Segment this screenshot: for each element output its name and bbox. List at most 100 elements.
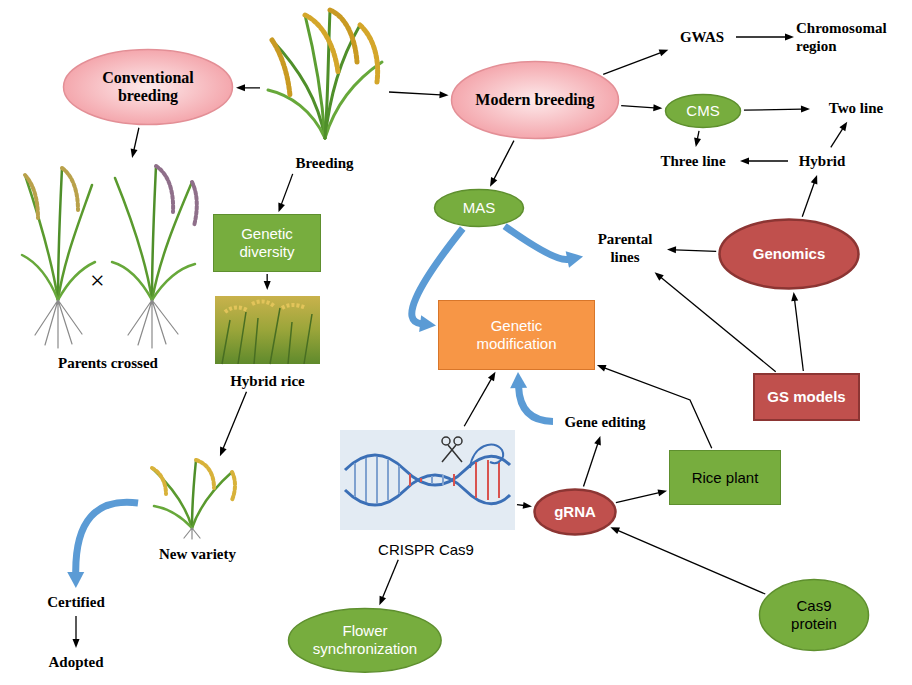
connector [791, 292, 803, 371]
leaf [268, 90, 325, 138]
connector [220, 392, 247, 456]
text-group: CRISPR Cas9 [378, 541, 474, 558]
node-label: GWAS [680, 28, 724, 46]
leaf [58, 185, 92, 300]
connector-line [583, 443, 597, 486]
connector-line [603, 53, 661, 75]
rice-plant-illustration [268, 10, 382, 138]
node-label: Gene editing [564, 413, 645, 431]
text-group: Adopted [48, 653, 103, 671]
text-group: MAS [463, 199, 496, 217]
illustrated-node: Breeding [262, 5, 387, 172]
text-node: Parental lines [585, 225, 665, 271]
connector [667, 246, 716, 253]
node-label: gRNA [554, 503, 596, 521]
node-label: Hybrid rice [230, 372, 305, 390]
green-node: Rice plant [669, 450, 781, 505]
red-node: gRNA [533, 488, 617, 536]
text-group: Flower synchronization [310, 622, 421, 658]
connector-line [604, 368, 711, 448]
text-group: Parental lines [587, 230, 663, 266]
node-label: New variety [159, 545, 236, 563]
green-node: CMS [664, 93, 742, 129]
text-group: Conventional breeding [86, 69, 210, 106]
guide-rna-hairpin [470, 444, 503, 468]
panicle [232, 472, 235, 500]
text-node: Certified [40, 590, 112, 614]
connector [583, 436, 600, 487]
arrowhead [510, 372, 527, 388]
arrowhead [490, 177, 497, 187]
arrowhead [785, 34, 794, 41]
connector [694, 131, 701, 147]
connector-line [75, 616, 76, 640]
panicle [25, 175, 38, 218]
red-node: GS models [753, 373, 860, 421]
text-group: New variety [159, 545, 236, 563]
arrowhead [379, 596, 386, 606]
arrowhead [655, 272, 664, 280]
connector-line [831, 128, 843, 147]
node-label: Hybrid [799, 152, 846, 170]
arrowhead [597, 365, 607, 372]
connector [610, 527, 765, 594]
leaf [154, 506, 192, 528]
text-group: Gene editing [564, 413, 645, 431]
panicle [192, 182, 197, 226]
connector-line [675, 250, 716, 252]
root [128, 300, 178, 348]
arrowhead [73, 639, 80, 648]
dna-strand [345, 475, 510, 505]
panicle [156, 166, 173, 212]
connector-line [736, 36, 786, 37]
arrowhead [839, 122, 847, 131]
arrowhead [488, 372, 496, 382]
connector-line [389, 92, 441, 95]
ellipse-shape [64, 50, 233, 125]
connector-line [244, 87, 260, 88]
ellipse-shape [720, 220, 859, 289]
connector-line [494, 141, 514, 180]
connector [603, 50, 668, 75]
text-group: Genetic modification [450, 317, 583, 353]
node-label: Two line [829, 99, 883, 117]
text-group: Two line [829, 99, 883, 117]
connector [464, 372, 495, 427]
connector [131, 128, 139, 158]
connector-line [519, 387, 553, 421]
connector [621, 104, 662, 111]
panicle [330, 10, 357, 62]
text-node: Gene editing [555, 410, 655, 434]
connector-line [616, 493, 659, 503]
field-stalks [222, 308, 312, 364]
node-label: Rice plant [692, 469, 759, 487]
arrowhead [220, 446, 227, 456]
curved-arrow [505, 226, 583, 268]
green-node: Cas9 protein [758, 578, 870, 652]
text-group: Parents crossed [58, 354, 158, 372]
ellipse-shape [666, 95, 741, 128]
illustrated-node: New variety [140, 458, 255, 563]
parent-plants-illustration [22, 166, 197, 348]
connector-line [744, 109, 802, 110]
node-label: GS models [767, 388, 845, 406]
connector-line [697, 131, 699, 139]
connector-line [281, 174, 292, 205]
arrowhead [566, 251, 583, 268]
leaf [325, 62, 382, 138]
connector [73, 616, 80, 648]
leaf [58, 262, 95, 300]
ellipse-shape [760, 580, 869, 651]
red-node: Genomics [718, 218, 860, 290]
illustrated-node: Hybrid rice [210, 292, 325, 390]
ellipse-shape [452, 62, 619, 139]
green-node: Flower synchronization [287, 607, 443, 674]
illustrated-node: CRISPR Cas9 [337, 428, 515, 558]
arrowhead [439, 91, 448, 98]
target-rungs [410, 460, 499, 500]
node-label: CRISPR Cas9 [378, 541, 474, 558]
field-photo [215, 296, 320, 364]
arrowhead [657, 489, 667, 496]
connector [802, 175, 817, 217]
connector-line [134, 128, 139, 150]
